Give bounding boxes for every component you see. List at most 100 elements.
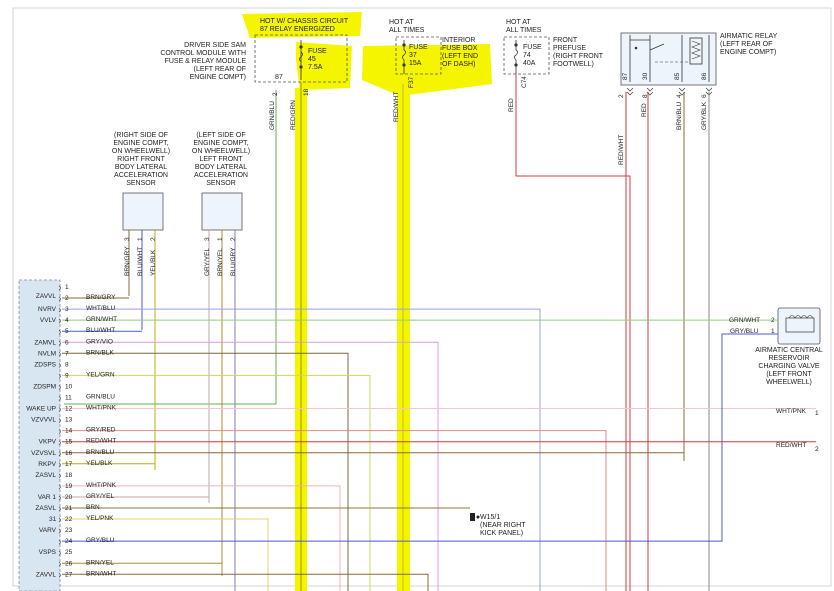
wire-gry-blu xyxy=(62,333,778,542)
front-prefuse-box xyxy=(503,36,550,75)
front-prefuse-label: (RIGHT FRONT xyxy=(553,53,604,60)
sam-pin-label: 18 xyxy=(303,88,310,96)
module-terminal-name: ZDSPS xyxy=(34,361,56,368)
interior-fuse-box-label: (LEFT END xyxy=(442,53,478,60)
relay-wire-pin-label: 2 xyxy=(618,94,625,98)
wire-wht-blu xyxy=(62,308,541,591)
module-pin-number: 9 xyxy=(65,372,69,379)
module-pin-marker xyxy=(58,528,61,534)
fuse45-dot-bottom xyxy=(299,65,303,69)
relay-connector-pins xyxy=(626,87,713,96)
relay-wire-pin-label: 6 xyxy=(701,94,708,98)
pin-f37-label: F37 xyxy=(408,76,415,88)
module-pin-number: 8 xyxy=(65,361,69,368)
module-wire-label: GRY/YEL xyxy=(86,493,114,500)
valve-coil xyxy=(788,315,814,319)
module-terminal-name: ZAMVL xyxy=(34,339,56,346)
valve-pin-label: 1 xyxy=(771,328,775,335)
highlight-hot-chassis xyxy=(242,12,362,38)
right-sensor-label: BODY LATERAL xyxy=(115,164,167,171)
module-terminal-name: VKPV xyxy=(39,439,57,446)
charging-valve-label: WHEELWELL) xyxy=(766,379,812,386)
valve-wire-label: GRN/WHT xyxy=(729,317,760,324)
wire-gry-vio xyxy=(62,341,439,591)
module-pin-marker xyxy=(58,418,61,423)
ground-label: KICK PANEL) xyxy=(480,530,523,537)
module-pin-marker xyxy=(58,451,61,456)
module-pin-number: 3 xyxy=(65,306,69,313)
sam-module-label: CONTROL MODULE WITH xyxy=(160,50,246,57)
module-wire-label: GRN/WHT xyxy=(86,316,117,323)
module-terminal-name: VVLV xyxy=(40,317,57,324)
module-pin-marker xyxy=(58,506,61,512)
right-edge-wire-label: RED/WHT xyxy=(776,442,806,449)
module-terminal-name: WAKE UP xyxy=(26,406,56,413)
right-sensor-label: (RIGHT SIDE OF xyxy=(114,132,168,139)
relay-pin-label: 86 xyxy=(701,72,708,80)
sensor-wire-label: BRN/GRY xyxy=(124,246,131,276)
module-terminal-name: NVRV xyxy=(38,306,57,313)
module-pin-marker xyxy=(58,473,61,479)
module-pin-number: 11 xyxy=(65,395,72,402)
ground-terminal xyxy=(470,513,475,521)
hot-all-times-label: HOT AT xyxy=(506,19,531,26)
left-sensor-label: SENSOR xyxy=(206,180,236,187)
hot-all-times-label: ALL TIMES xyxy=(389,27,425,34)
wire-yel-pnk xyxy=(62,518,269,591)
left-sensor-label: (LEFT SIDE OF xyxy=(196,132,245,139)
module-terminal-name: VSPS xyxy=(39,549,57,556)
right-edge-pin-label: 1 xyxy=(815,410,819,417)
wire-wht-pnk-2 xyxy=(62,485,341,591)
module-pin-number: 23 xyxy=(65,527,73,534)
front-prefuse-label: FRONT xyxy=(553,37,578,44)
module-pin-marker xyxy=(58,550,61,556)
sam-module-label: DRIVER SIDE SAM xyxy=(184,42,246,49)
ground-label: (NEAR RIGHT xyxy=(480,522,526,529)
wires xyxy=(62,74,816,591)
wire-color-label: RED/WHT xyxy=(618,135,625,165)
left-front-sensor-box xyxy=(201,192,243,231)
module-pin-marker xyxy=(58,429,61,434)
sensor-wire-label: YEL/BLK xyxy=(150,249,157,276)
valve-wire-label: GRY/BLU xyxy=(730,328,759,335)
wire-yel-grn xyxy=(62,374,371,591)
fuse37-label: 15A xyxy=(409,60,422,67)
module-pin-marker xyxy=(58,495,61,501)
sensor-pin-label: 3 xyxy=(124,237,131,241)
hot-chassis-label: 87 RELAY ENERGIZED xyxy=(260,26,335,33)
module-pin-marker xyxy=(58,296,61,302)
module-wire-label: BRN/BLK xyxy=(86,349,114,356)
ground-dot xyxy=(476,515,480,519)
module-pin-marker xyxy=(58,285,61,291)
module-pin-marker xyxy=(58,562,61,567)
left-sensor-label: LEFT FRONT xyxy=(199,156,243,163)
module-pin-number: 2 xyxy=(65,295,69,302)
diagram-border xyxy=(12,7,832,587)
relay-pin-label: 85 xyxy=(674,72,681,80)
charging-valve-box xyxy=(777,307,821,345)
pin-87-label: 87 xyxy=(275,74,283,81)
fuse45-label: 7.5A xyxy=(308,64,323,71)
relay-pin-label: 87 xyxy=(622,72,629,80)
airmatic-relay-label: ENGINE COMPT) xyxy=(720,49,776,56)
relay-pin-label: 30 xyxy=(642,72,649,80)
module-pin-number: 4 xyxy=(65,317,69,324)
module-wire-label: WHT/PNK xyxy=(86,482,117,489)
module-wire-label: YEL/BLK xyxy=(86,460,113,467)
hot-all-times-label: HOT AT xyxy=(389,19,414,26)
module-pin-marker xyxy=(58,363,61,368)
module-pin-number: 7 xyxy=(65,350,69,357)
module-pin-number: 16 xyxy=(65,450,73,457)
hot-chassis-label: HOT W/ CHASSIS CIRCUIT xyxy=(260,18,349,25)
module-pin-marker xyxy=(58,307,61,313)
sensor-pin-label: 1 xyxy=(217,237,224,241)
sensor-wire-label: GRY/YEL xyxy=(204,248,211,276)
module-terminal-name: VZVVVL xyxy=(31,417,56,424)
module-wire-label: BRN/YEL xyxy=(86,559,114,566)
module-pin-number: 27 xyxy=(65,571,73,578)
front-prefuse-label: FOOTWELL) xyxy=(553,61,594,68)
module-pin-marker xyxy=(58,318,61,324)
interior-fuse-box-label: FUSE BOX xyxy=(442,45,478,52)
wire-color-label: RED/WHT xyxy=(393,92,400,122)
module-pin-marker xyxy=(58,407,61,412)
